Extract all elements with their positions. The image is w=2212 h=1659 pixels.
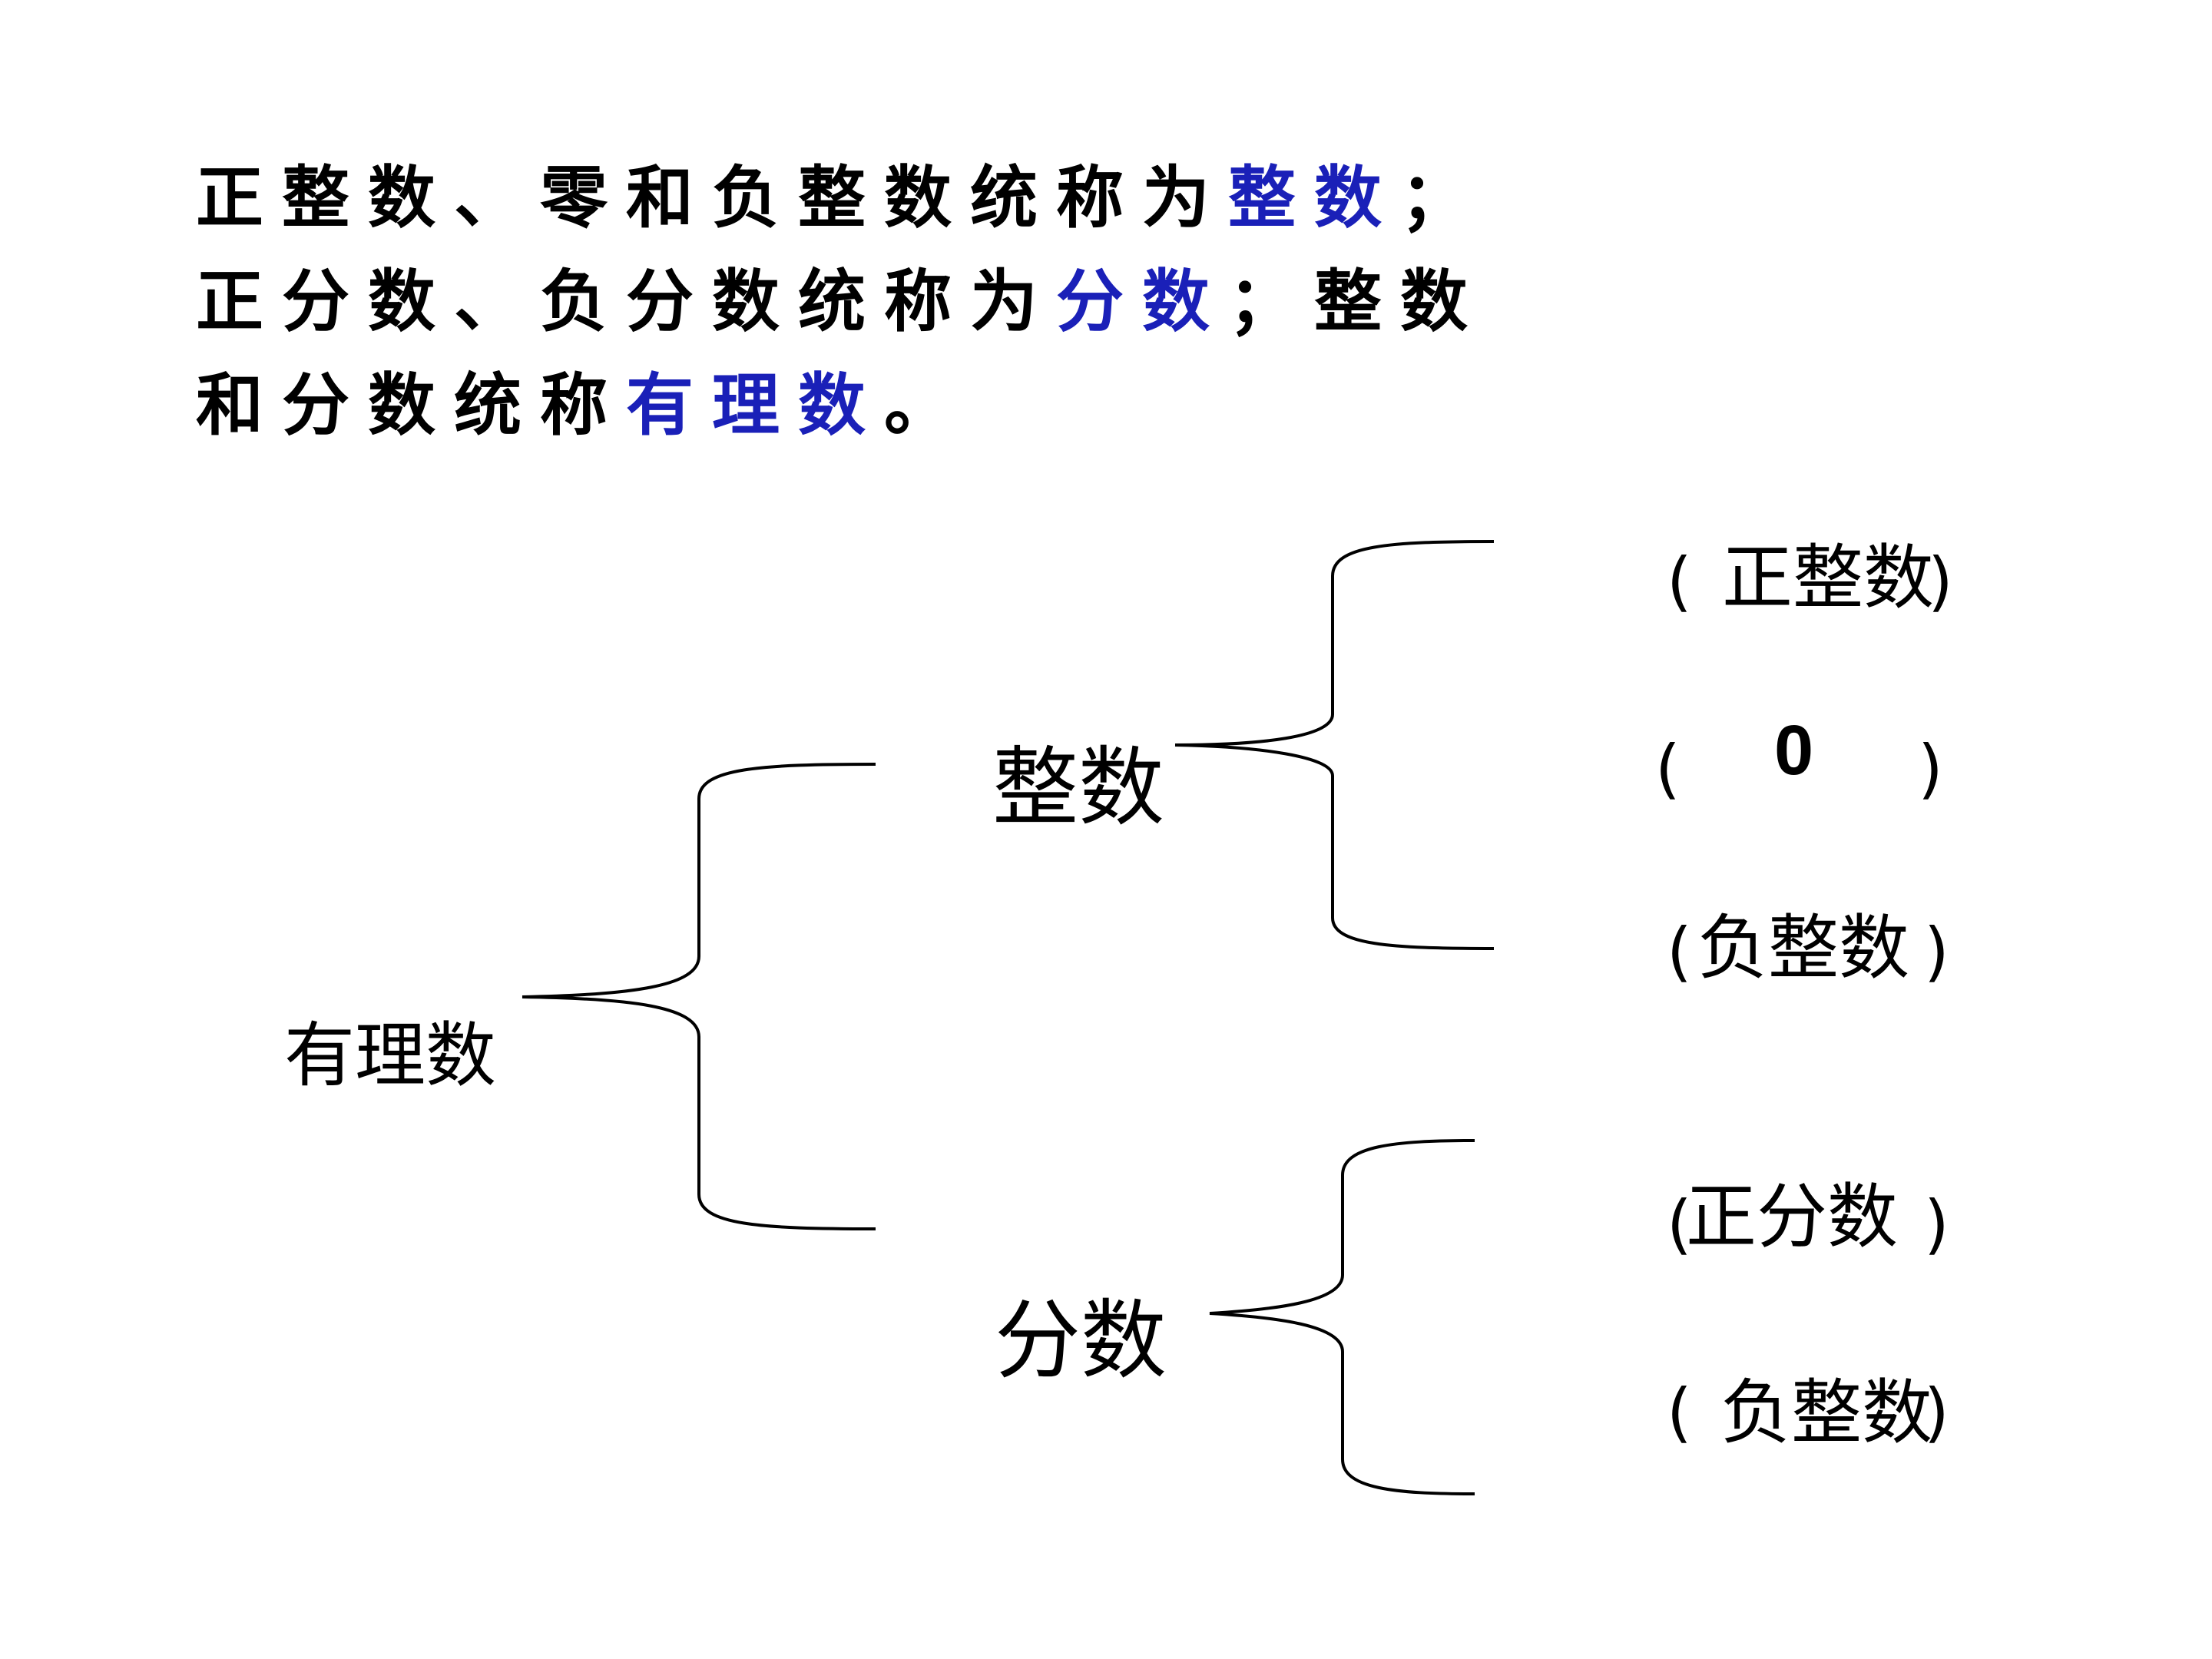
integer-brace (1174, 540, 1495, 950)
fraction-term: 分数 (1056, 261, 1229, 341)
fraction-brace (1209, 1139, 1475, 1495)
fraction-node: 分数 (995, 1291, 1167, 1391)
positive-fraction-open-paren: ( (1667, 1187, 1692, 1262)
positive-fraction-close-paren: ) (1924, 1187, 1949, 1262)
positive-integer-open-paren: ( (1667, 544, 1692, 619)
zero-open-paren: ( (1655, 731, 1681, 806)
line-3-tail: 。 (884, 365, 971, 445)
definition-line-1: 正整数、零和负整数统称为整数； (196, 146, 1578, 250)
positive-integer-close-paren: ) (1928, 544, 1953, 619)
rational-term: 有理数 (626, 365, 885, 445)
rational-number-node: 有理数 (284, 1015, 497, 1097)
definition-line-3: 和分数统称有理数。 (196, 353, 1578, 457)
negative-fraction-open-paren: ( (1667, 1375, 1692, 1450)
root-brace (522, 763, 876, 1230)
line-3-text: 和分数统称 (196, 365, 627, 445)
positive-fraction-leaf: 正分数 (1686, 1176, 1899, 1258)
positive-integer-leaf: 正整数 (1722, 537, 1935, 619)
line-2-text: 正分数、负分数统称为 (196, 261, 1057, 341)
line-1-tail: ； (1400, 157, 1487, 237)
line-1-text: 正整数、零和负整数统称为 (196, 157, 1229, 237)
zero-close-paren: ) (1918, 731, 1943, 806)
definition-line-2: 正分数、负分数统称为分数；整数 (196, 250, 1578, 353)
integer-node: 整数 (992, 738, 1164, 838)
negative-integer-open-paren: ( (1667, 914, 1692, 989)
negative-fraction-leaf: 负整数 (1720, 1372, 1933, 1454)
zero-leaf: 0 (1774, 711, 1814, 790)
negative-integer-leaf: 负整数 (1697, 907, 1910, 989)
negative-integer-close-paren: ) (1924, 914, 1949, 989)
line-2-tail: ；整数 (1228, 261, 1487, 341)
definition-text: 正整数、零和负整数统称为整数； 正分数、负分数统称为分数；整数 和分数统称有理数… (196, 146, 1578, 457)
negative-fraction-close-paren: ) (1924, 1375, 1949, 1450)
integer-term: 整数 (1228, 157, 1401, 237)
